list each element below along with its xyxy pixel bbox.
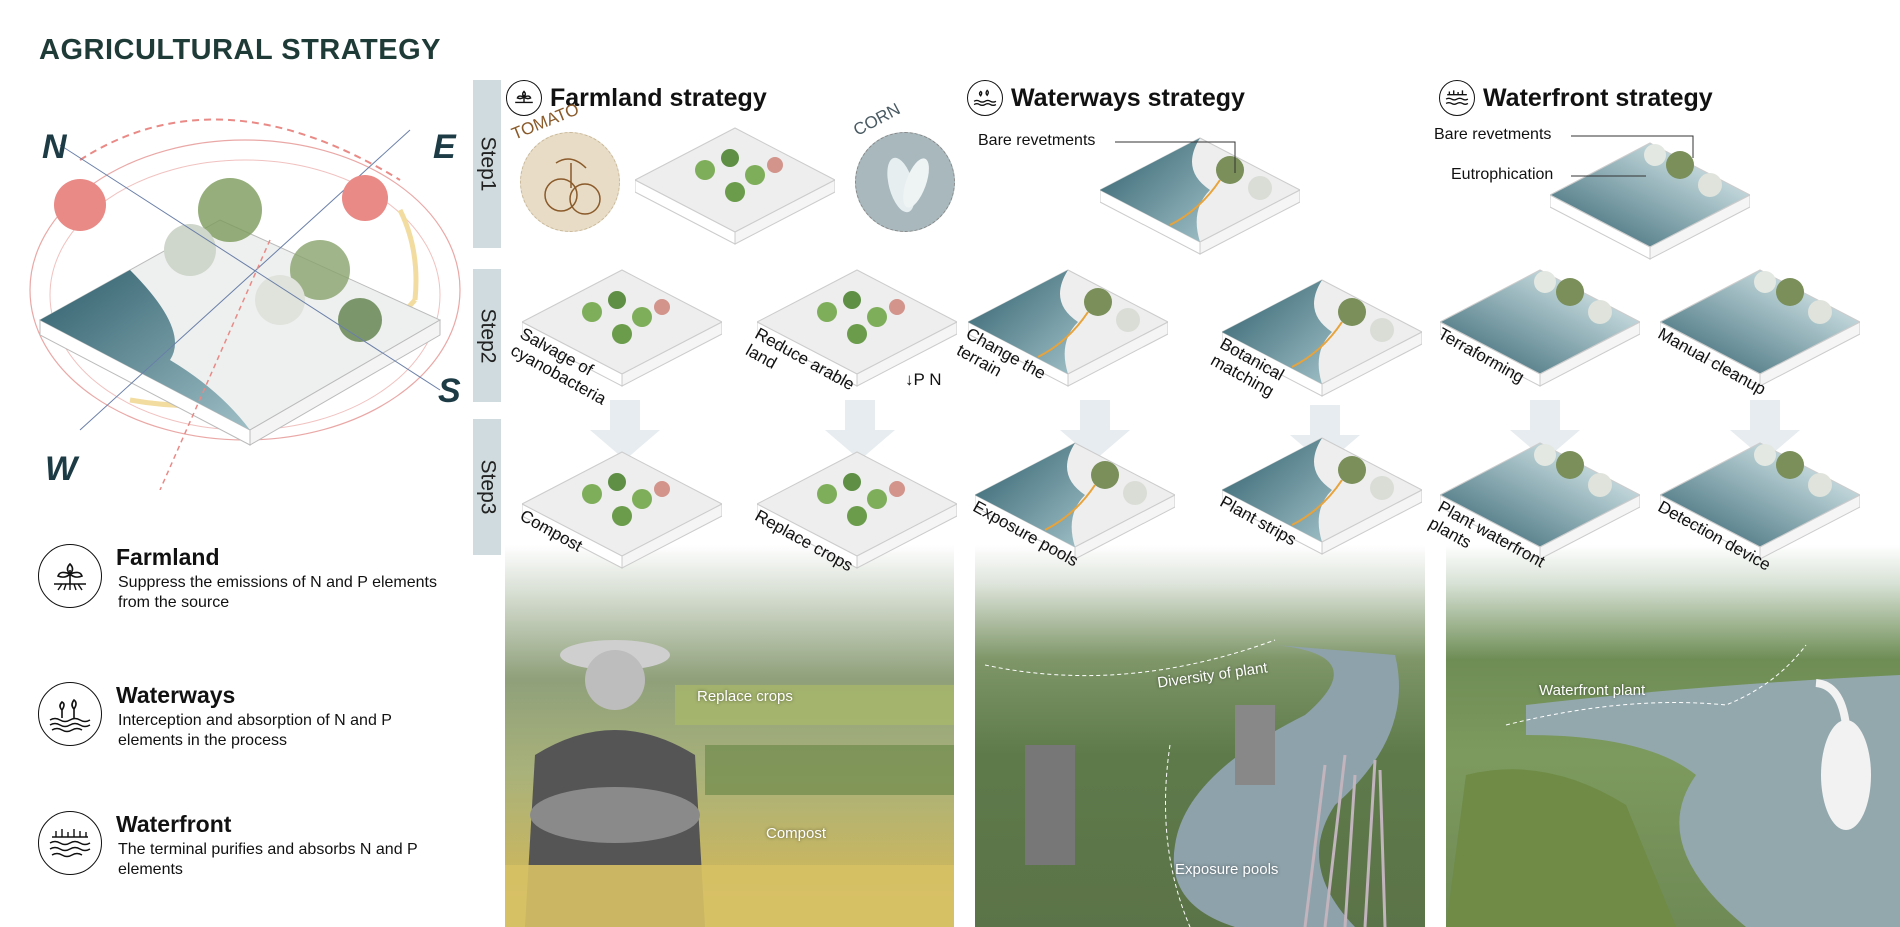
waterfront-strategy-header: Waterfront strategy (1439, 80, 1713, 116)
step-arrow-icon (590, 400, 660, 460)
tile-plant-waterfront-plants: Plant waterfront plants (1426, 435, 1642, 571)
iso-slab (755, 269, 959, 387)
callout-bare-revetments: Bare revetments (978, 132, 1096, 149)
pond-with-egret-image (1446, 644, 1900, 927)
step-arrow-icon (1730, 400, 1800, 460)
compass-south: S (438, 372, 461, 410)
legend-title: Waterfront (116, 811, 232, 837)
tomato-icon (544, 158, 601, 215)
iso-slab (973, 442, 1177, 560)
photo-label: Replace crops (697, 688, 793, 705)
photo-label: Waterfront plant (1539, 682, 1646, 699)
photo-label: Compost (766, 825, 827, 842)
reeds-water-icon (1439, 80, 1475, 116)
step-arrow-icon (1510, 400, 1580, 460)
compass-west: W (45, 450, 78, 488)
iso-slab (1438, 442, 1642, 560)
section-heading: Waterfront strategy (1483, 83, 1713, 112)
tile-exposure-pools: Exposure pools (970, 435, 1177, 570)
farmer-with-vegetables-image (505, 640, 954, 927)
sprouts-water-icon (38, 682, 102, 746)
tile-botanical-matching: Botanical matching (1208, 272, 1424, 402)
callout-bare-revetments: Bare revetments (1434, 126, 1552, 143)
step-label: Step3 (476, 459, 500, 515)
tile-change-terrain: Change the terrain (954, 262, 1170, 392)
sun-icon (342, 175, 388, 221)
callout-line (1571, 135, 1694, 177)
legend-waterways: Waterways Interception and absorption of… (38, 682, 478, 762)
tile-compost: Compost (517, 444, 724, 574)
site-isometric-illustration (29, 118, 461, 491)
reduce-pn-note: ↓P N (905, 370, 942, 389)
sun-icon (54, 179, 106, 231)
legend-farmland: Farmland Suppress the emissions of N and… (38, 544, 478, 624)
iso-slab (1098, 137, 1302, 255)
plant-roots-icon (506, 80, 542, 116)
legend-waterfront: Waterfront The terminal purifies and abs… (38, 811, 478, 891)
compass-east: E (433, 128, 456, 166)
step-label: Step1 (476, 136, 500, 192)
photo-label: Exposure pools (1175, 861, 1279, 878)
iso-slab (755, 451, 959, 569)
step-3-bar: Step3 (473, 419, 501, 555)
waterways-strategy-header: Waterways strategy (967, 80, 1245, 116)
tile-terraforming: Terraforming (1435, 262, 1642, 392)
tile-manual-cleanup: Manual cleanup (1655, 262, 1862, 399)
tile-replace-crops: Replace crops (752, 444, 959, 575)
tile-detection-device: Detection device (1655, 435, 1862, 575)
waterways-photo: Diversity of plant Exposure pools (975, 545, 1425, 927)
iso-slab (1658, 269, 1862, 387)
farmland-step1-tile (633, 120, 837, 250)
tile-salvage-cyanobacteria: Salvage of cyanobacteria (508, 262, 724, 409)
step-2-bar: Step2 (473, 269, 501, 402)
legend-title: Farmland (116, 544, 220, 570)
reeds-water-icon (38, 811, 102, 875)
waterfront-photo: Waterfront plant (1446, 545, 1900, 927)
step-arrow-icon (825, 400, 895, 460)
sprouts-water-icon (967, 80, 1003, 116)
iso-slab (633, 127, 837, 245)
page-title: AGRICULTURAL STRATEGY (39, 34, 441, 66)
legend-description: Interception and absorption of N and P e… (118, 712, 392, 749)
legend-title: Waterways (116, 682, 236, 708)
callout-line (1115, 141, 1236, 173)
section-heading: Waterways strategy (1011, 83, 1245, 112)
corn-badge (855, 132, 955, 232)
iso-slab (1548, 142, 1752, 260)
iso-slab (1438, 269, 1642, 387)
iso-slab (966, 269, 1170, 387)
iso-slab (520, 269, 724, 387)
tile-reduce-arable-land: Reduce arable land (743, 262, 959, 394)
iso-slab (1220, 437, 1424, 555)
plant-roots-icon (38, 544, 102, 608)
farmland-strategy-header: Farmland strategy (506, 80, 767, 116)
section-heading: Farmland strategy (550, 83, 767, 112)
river-with-workers-image (984, 639, 1399, 927)
iso-slab (520, 451, 724, 569)
compass-north: N (42, 128, 67, 166)
step-label: Step2 (476, 308, 500, 363)
tomato-badge (520, 132, 620, 232)
tile-plant-strips: Plant strips (1217, 430, 1424, 560)
corn-icon (887, 157, 929, 213)
callout-eutrophication: Eutrophication (1451, 166, 1554, 183)
farmland-photo: Replace crops Compost (505, 545, 954, 927)
site-compass-diagram: N E S W (20, 100, 500, 491)
legend-description: The terminal purifies and absorbs N and … (118, 841, 418, 878)
step-1-bar: Step1 (473, 80, 501, 248)
iso-slab (1658, 442, 1862, 560)
waterfront-step1-tile (1548, 135, 1752, 265)
waterways-step1-tile (1098, 130, 1302, 260)
legend-description: Suppress the emissions of N and P elemen… (118, 574, 437, 611)
